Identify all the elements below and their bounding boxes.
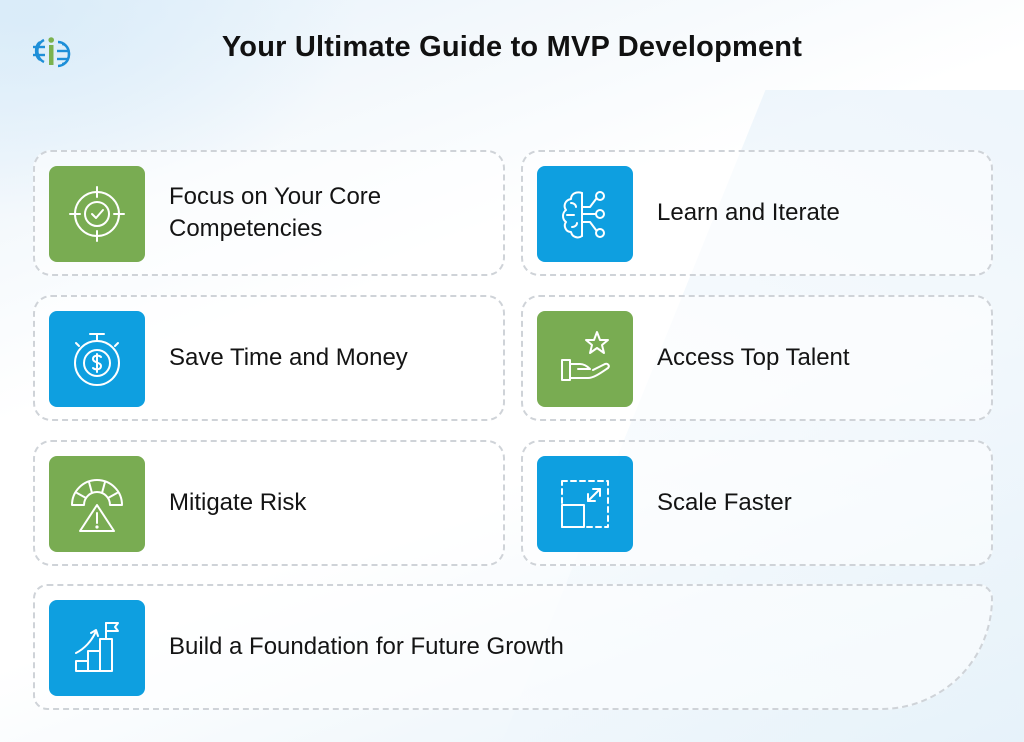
hand-star-icon <box>561 331 610 381</box>
card-learn-and-iterate: Learn and Iterate <box>521 150 993 276</box>
icon-tile <box>537 456 633 552</box>
card-label-line-1: Focus on Your Core <box>169 183 382 210</box>
target-check-icon <box>69 186 125 242</box>
icon-tile <box>49 600 145 696</box>
card-build-foundation: Build a Foundation for Future Growth <box>33 584 993 710</box>
icon-tile <box>49 166 145 262</box>
card-label: Learn and Iterate <box>657 199 840 226</box>
card-save-time-and-money: Save Time and Money <box>33 295 505 421</box>
company-logo <box>30 32 72 70</box>
card-label: Focus on Your Core Competencies <box>169 152 381 274</box>
icon-tile <box>537 166 633 262</box>
card-mitigate-risk: Mitigate Risk <box>33 440 505 566</box>
scale-resize-icon <box>561 480 609 528</box>
card-label: Build a Foundation for Future Growth <box>169 633 564 660</box>
card-scale-faster: Scale Faster <box>521 440 993 566</box>
icon-tile <box>49 456 145 552</box>
card-label: Mitigate Risk <box>169 489 307 516</box>
card-label: Save Time and Money <box>169 344 408 371</box>
icon-tile <box>537 311 633 407</box>
card-focus-core-competencies: Focus on Your Core Competencies <box>33 150 505 276</box>
page-title: Your Ultimate Guide to MVP Development <box>221 31 803 63</box>
globe-i-logo-icon <box>33 37 71 68</box>
card-label: Scale Faster <box>657 489 792 516</box>
card-label-line-2: Competencies <box>169 215 323 242</box>
card-label: Access Top Talent <box>657 344 850 371</box>
growth-chart-flag-icon <box>75 622 119 672</box>
card-access-top-talent: Access Top Talent <box>521 295 993 421</box>
icon-tile <box>49 311 145 407</box>
stopwatch-dollar-icon <box>74 333 120 386</box>
brain-network-icon <box>562 191 605 239</box>
gauge-warning-icon <box>71 479 123 532</box>
